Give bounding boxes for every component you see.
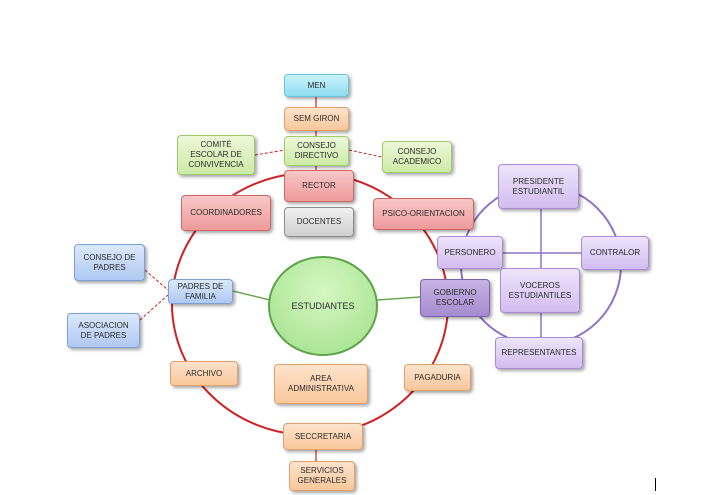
- sem-giron-box[interactable]: SEM GIRON: [284, 107, 349, 131]
- comite-link: [254, 149, 286, 156]
- asociacion-link: [139, 294, 169, 321]
- presidente-estudiantil-box[interactable]: PRESIDENTE ESTUDIANTIL: [498, 164, 579, 209]
- consejo-academico-box[interactable]: CONSEJO ACADEMICO: [382, 141, 452, 173]
- consejo-padres-link: [144, 269, 169, 291]
- text-cursor-mark: [655, 478, 656, 491]
- contralor-box[interactable]: CONTRALOR: [581, 236, 649, 270]
- rector-box[interactable]: RECTOR: [284, 170, 354, 202]
- estudiantes-circle[interactable]: ESTUDIANTES: [268, 256, 378, 356]
- comite-convivencia-box[interactable]: COMITÉ ESCOLAR DE CONVIVENCIA: [177, 135, 255, 175]
- area-administrativa-box[interactable]: AREA ADMINISTRATIVA: [274, 364, 368, 404]
- representantes-box[interactable]: REPRESENTANTES: [495, 337, 583, 369]
- archivo-box[interactable]: ARCHIVO: [170, 361, 238, 386]
- personero-box[interactable]: PERSONERO: [437, 236, 503, 269]
- gobierno-escolar-box[interactable]: GOBIERNO ESCOLAR: [420, 279, 490, 317]
- docentes-box[interactable]: DOCENTES: [284, 207, 354, 237]
- psico-orientacion-box[interactable]: PSICO-ORIENTACION: [373, 198, 474, 230]
- servicios-generales-box[interactable]: SERVICIOS GENERALES: [289, 461, 355, 491]
- academico-link: [348, 149, 383, 158]
- asociacion-padres-box[interactable]: ASOCIACION DE PADRES: [67, 313, 140, 348]
- voceros-estudiantiles-box[interactable]: VOCEROS ESTUDIANTILES: [500, 268, 580, 313]
- padres-familia-box[interactable]: PADRES DE FAMILIA: [168, 279, 233, 304]
- men-box[interactable]: MEN: [284, 74, 349, 97]
- seccretaria-box[interactable]: SECCRETARIA: [283, 423, 363, 450]
- gobierno-student-link: [376, 296, 421, 301]
- consejo-directivo-box[interactable]: CONSEJO DIRECTIVO: [284, 136, 349, 166]
- padres-student-link: [232, 290, 271, 301]
- consejo-padres-box[interactable]: CONSEJO DE PADRES: [74, 244, 145, 281]
- pagaduria-box[interactable]: PAGADURIA: [404, 364, 471, 391]
- coordinadores-box[interactable]: COORDINADORES: [181, 195, 271, 231]
